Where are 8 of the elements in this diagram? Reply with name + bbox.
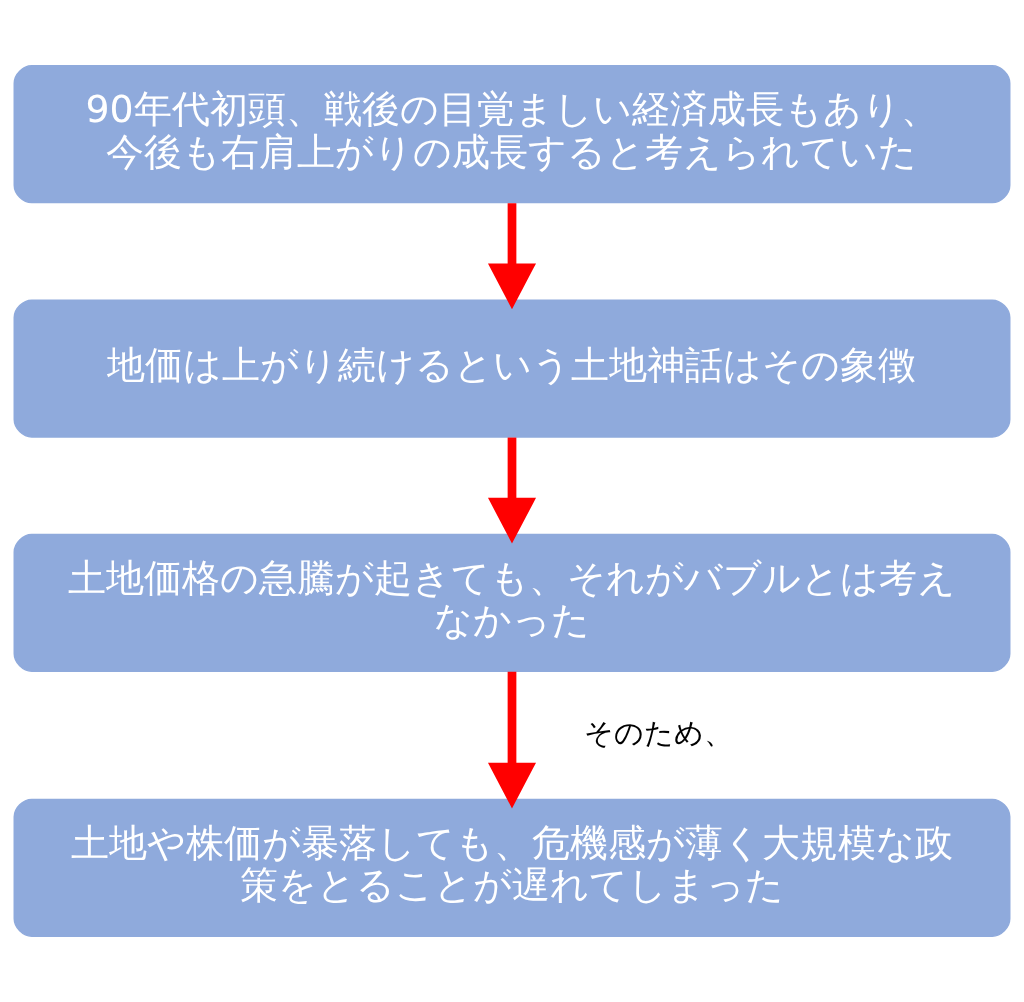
node-box: 土地や株価が暴落しても、危機感が薄く大規模な政策をとることが遅れてしまった bbox=[13, 798, 1011, 937]
node-box: 地価は上がり続けるという土地神話はその象徴 bbox=[13, 299, 1011, 438]
arrow bbox=[487, 671, 537, 809]
node-box: 土地価格の急騰が起きても、それがバブルとは考えなかった bbox=[13, 533, 1011, 672]
edge-label: そのため、 bbox=[583, 715, 733, 750]
arrow bbox=[487, 203, 537, 310]
node-box: 90年代初頭、戦後の目覚ましい経済成長もあり、今後も右肩上がりの成長すると考えられていた bbox=[13, 65, 1011, 204]
arrow bbox=[487, 437, 537, 544]
